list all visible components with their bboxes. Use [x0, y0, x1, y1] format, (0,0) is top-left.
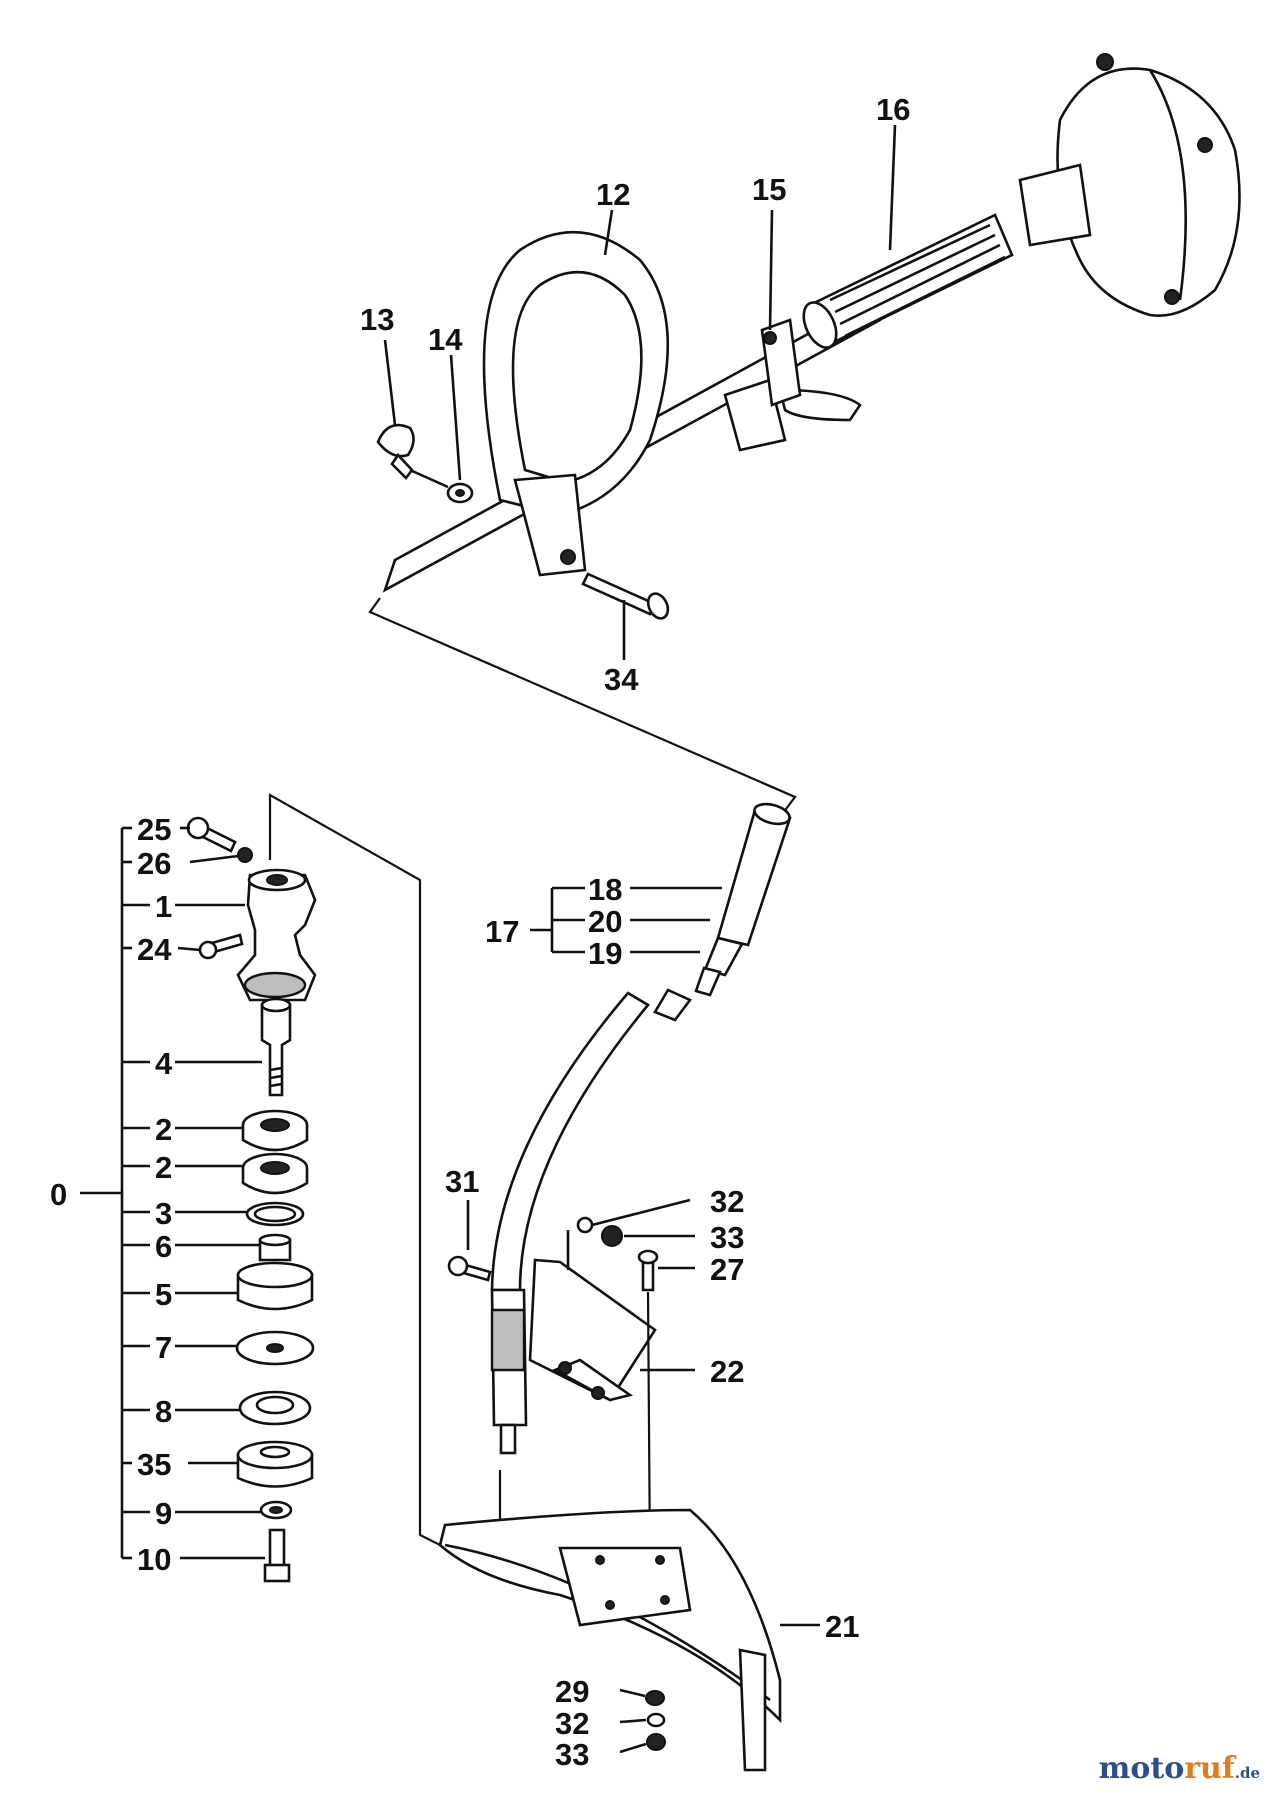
- callout-2b: 2: [155, 1150, 172, 1185]
- callout-31: 31: [445, 1164, 479, 1199]
- throttle-grip: [802, 213, 1014, 349]
- callout-21: 21: [825, 1609, 859, 1644]
- nut-33: [601, 1225, 623, 1247]
- callout-20: 20: [588, 904, 622, 939]
- lower-shaft-assembly: [447, 802, 792, 1561]
- watermark-brand-a: moto: [1098, 1751, 1185, 1786]
- callout-2a: 2: [155, 1112, 172, 1147]
- callout-34: 34: [604, 662, 639, 697]
- washer-32b: [646, 1712, 666, 1728]
- callout-7: 7: [155, 1330, 172, 1365]
- handle-bolt-hole: [560, 549, 576, 565]
- wing-nut: [376, 423, 415, 458]
- washer-32: [576, 1216, 594, 1234]
- nut-29: [645, 1690, 665, 1706]
- callout-15: 15: [752, 172, 786, 207]
- shaft-drive-tip: [499, 1423, 517, 1455]
- callout-9: 9: [155, 1496, 172, 1531]
- callout-33a: 33: [710, 1220, 744, 1255]
- leader-lines: [122, 124, 897, 1754]
- engine-neck: [1018, 163, 1092, 247]
- callout-26: 26: [137, 846, 171, 881]
- spindle-shaft: [260, 1003, 292, 1097]
- bearing: [241, 1109, 309, 1152]
- bent-drive-shaft: [490, 991, 650, 1292]
- gear-housing: [236, 873, 317, 1002]
- callout-4: 4: [155, 1046, 173, 1081]
- engine-bolt: [1164, 289, 1180, 305]
- handle-bolt: [581, 572, 657, 616]
- callout-19: 19: [588, 936, 622, 971]
- washer-26: [237, 847, 253, 863]
- callout-24: 24: [137, 932, 172, 967]
- callout-5: 5: [155, 1277, 172, 1312]
- bearing: [241, 1152, 309, 1195]
- callout-18: 18: [588, 872, 622, 907]
- callout-10: 10: [137, 1542, 171, 1577]
- callout-14: 14: [428, 322, 463, 357]
- shaft-tube-18: [716, 808, 792, 947]
- callout-25: 25: [137, 812, 171, 847]
- callout-17: 17: [485, 914, 519, 949]
- watermark-brand-b: ruf: [1184, 1751, 1235, 1786]
- watermark-logo: motoruf.de: [1099, 1751, 1260, 1786]
- callout-29: 29: [555, 1674, 589, 1709]
- callout-0: 0: [50, 1177, 67, 1212]
- callout-13: 13: [360, 302, 394, 337]
- upper-shaft-assembly: [376, 53, 1241, 620]
- callout-12: 12: [596, 177, 630, 212]
- callout-33b: 33: [555, 1737, 589, 1772]
- callout-1: 1: [155, 889, 172, 924]
- callout-22: 22: [710, 1354, 744, 1389]
- clamp-screw: [763, 331, 777, 345]
- gearhead-stack: [186, 816, 317, 1583]
- callouts: 0 25 26 1 24 4 2 2 3 6 5 7 8 35 9 10 12 …: [50, 92, 910, 1772]
- callout-16: 16: [876, 92, 910, 127]
- callout-27: 27: [710, 1252, 744, 1287]
- throttle-trigger: [778, 388, 862, 422]
- watermark-tld: .de: [1234, 1764, 1260, 1782]
- callout-35: 35: [137, 1447, 171, 1482]
- grass-guard: [438, 1508, 782, 1772]
- assembly-line: [368, 597, 797, 814]
- callout-32b: 32: [555, 1706, 589, 1741]
- engine-seam: [1148, 69, 1187, 301]
- loop-handle-inner: [511, 270, 643, 484]
- callout-3: 3: [155, 1196, 172, 1231]
- guard-mount-plate: [558, 1546, 692, 1627]
- engine-bolt: [1197, 137, 1213, 153]
- engine-bolt: [1096, 53, 1114, 71]
- nut-33b: [646, 1733, 666, 1751]
- callout-8: 8: [155, 1394, 172, 1429]
- guard-cutter-blade: [738, 1648, 767, 1772]
- shaft-coupling: [653, 988, 693, 1022]
- callout-32a: 32: [710, 1184, 744, 1219]
- drive-cable-20: [703, 936, 744, 977]
- cable-tip-19: [694, 966, 722, 997]
- callout-6: 6: [155, 1229, 172, 1264]
